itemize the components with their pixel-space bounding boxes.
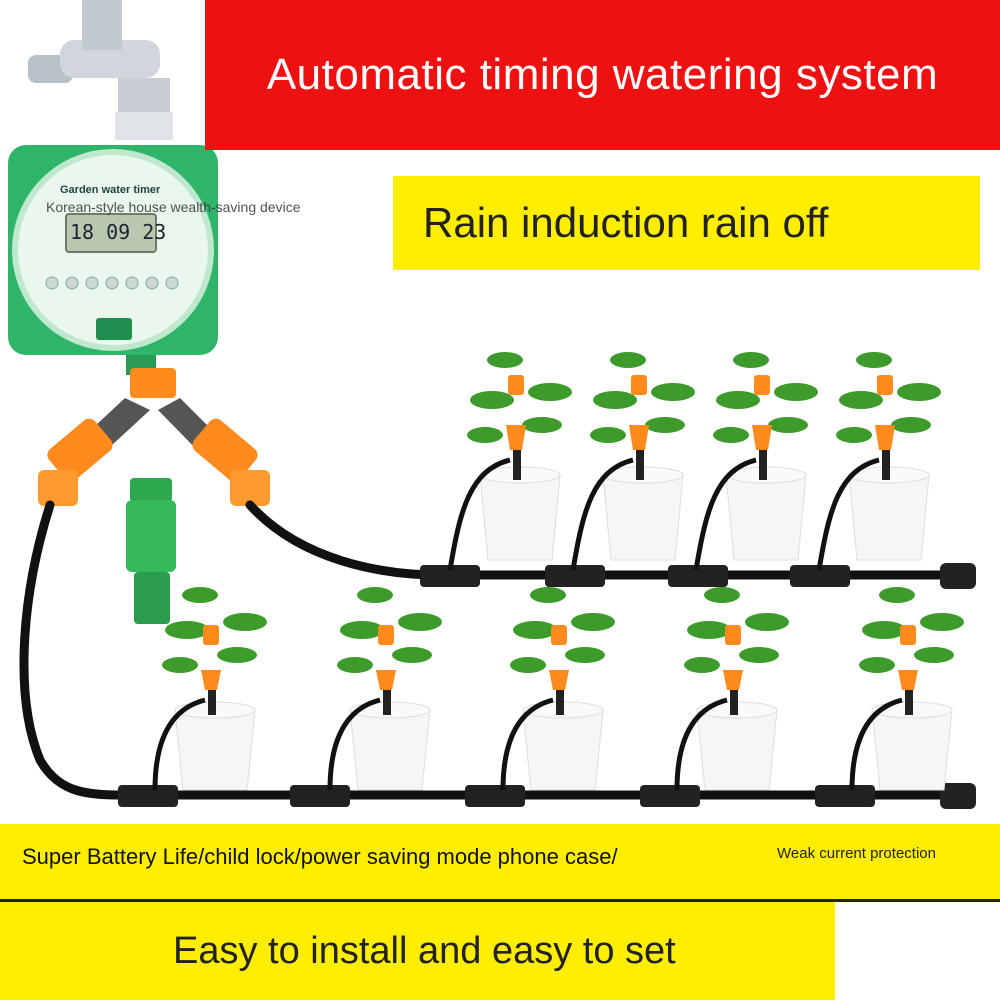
rain-banner: Rain induction rain off [393, 176, 980, 270]
timer-display: 18 09 23 [70, 220, 167, 244]
feature-banner [0, 824, 1000, 900]
timer-subtitle: Korean-style house wealth-saving device [46, 199, 301, 215]
banner-divider [0, 899, 1000, 902]
title-text: Automatic timing watering system [266, 50, 939, 99]
timer-label: Garden water timer [60, 184, 161, 196]
features-text: Super Battery Life/child lock/power savi… [22, 844, 618, 869]
rain-text: Rain induction rain off [423, 199, 829, 246]
quick-connector [126, 478, 176, 624]
bottom-text: Easy to install and easy to set [173, 929, 676, 972]
plant-row-bottom [152, 587, 964, 791]
water-timer [8, 145, 218, 375]
faucet [28, 0, 173, 140]
bottom-banner: Easy to install and easy to set [0, 902, 835, 1000]
protection-text: Weak current protection [777, 845, 936, 862]
title-banner: Automatic timing watering system [205, 0, 1000, 150]
plant-row-top [447, 352, 941, 571]
y-splitter [38, 368, 270, 506]
tee-fittings [118, 563, 976, 809]
